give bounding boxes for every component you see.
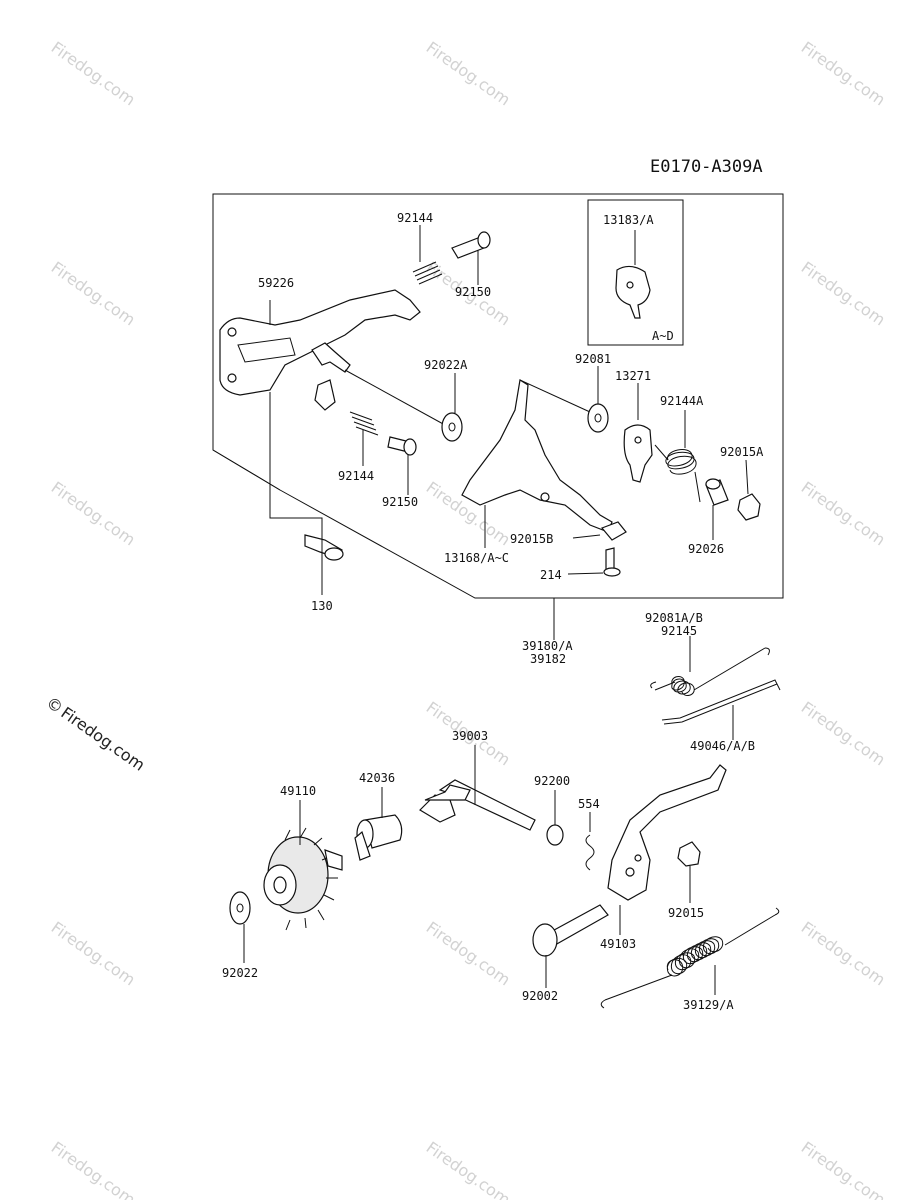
- lever-hole: [540, 492, 550, 502]
- label-92015B: 92015B: [510, 532, 553, 546]
- cam-plate-13183: [615, 265, 651, 319]
- watermark-13: Firedog.com: [423, 918, 514, 990]
- watermark-4: Firedog.com: [48, 258, 139, 330]
- washer-92022A-hole: [448, 422, 456, 432]
- cam-plate-hole: [626, 281, 634, 289]
- shaft-39003: [419, 779, 536, 831]
- diagram-code: E0170-A309A: [650, 157, 763, 177]
- watermark-main: Firedog.com: [57, 703, 148, 775]
- watermark-15: Firedog.com: [48, 1138, 139, 1200]
- leader-214: [567, 572, 604, 575]
- label-92144-mid: 92144: [338, 469, 374, 483]
- watermark-12: Firedog.com: [48, 918, 139, 990]
- label-130: 130: [311, 599, 333, 613]
- label-49046: 49046/A/B: [690, 739, 755, 753]
- washer-92200: [546, 824, 564, 846]
- collar-92026: [705, 478, 729, 506]
- label-39003: 39003: [452, 729, 488, 743]
- washer-92022A: [441, 412, 463, 442]
- label-554: 554: [578, 797, 600, 811]
- label-92200: 92200: [534, 774, 570, 788]
- bracket-tab: [314, 379, 336, 411]
- arm-49103: [607, 764, 727, 901]
- label-92015A: 92015A: [720, 445, 764, 459]
- background-watermarks: Firedog.com Firedog.com Firedog.com Fire…: [48, 38, 889, 1200]
- screw-92150-mid: [387, 436, 417, 456]
- label-59226: 59226: [258, 276, 294, 290]
- plate-13271: [623, 424, 653, 483]
- outline-diagonal: [212, 449, 281, 491]
- watermark-7: Firedog.com: [48, 478, 139, 550]
- screw-214: [603, 547, 621, 577]
- spring-39129: [600, 907, 780, 1009]
- label-92144A: 92144A: [660, 394, 704, 408]
- sleeve-42036: [354, 814, 403, 861]
- inset-box: [587, 199, 684, 346]
- label-92026: 92026: [688, 542, 724, 556]
- spring-92144-mid: [349, 411, 379, 436]
- watermark-17: Firedog.com: [798, 1138, 889, 1200]
- watermark-1: Firedog.com: [48, 38, 139, 110]
- watermark-2: Firedog.com: [423, 38, 514, 110]
- label-92145: 92145: [661, 624, 697, 638]
- label-49103: 49103: [600, 937, 636, 951]
- label-49110: 49110: [280, 784, 316, 798]
- nut-92015: [677, 841, 701, 867]
- label-92022A: 92022A: [424, 358, 468, 372]
- watermark-14: Firedog.com: [798, 918, 889, 990]
- washer-92081-hole: [594, 413, 602, 423]
- axis-line-2: [519, 379, 591, 413]
- bracket-59226: [219, 289, 421, 396]
- label-92002: 92002: [522, 989, 558, 1003]
- watermark-3: Firedog.com: [798, 38, 889, 110]
- leader-92015A: [745, 459, 749, 495]
- bracket-slot: [237, 337, 296, 363]
- watermark-16: Firedog.com: [423, 1138, 514, 1200]
- label-92081: 92081: [575, 352, 611, 366]
- plate-13271-hole: [634, 436, 642, 444]
- label-13183A: 13183/A: [603, 213, 654, 227]
- label-39180: 39180/A: [522, 639, 573, 653]
- washer-92081: [587, 403, 609, 433]
- label-214: 214: [540, 568, 562, 582]
- firedog-watermark: © Firedog.com: [43, 693, 149, 775]
- label-92144-top: 92144: [397, 211, 433, 225]
- washer-92022-hole: [236, 903, 244, 913]
- bracket-hole-2: [227, 373, 237, 383]
- nut-92015A: [737, 493, 761, 521]
- label-92015: 92015: [668, 906, 704, 920]
- spring-92144A: [654, 444, 701, 503]
- label-13271: 13271: [615, 369, 651, 383]
- clip-554: [585, 834, 595, 871]
- spring-92145: [650, 647, 770, 696]
- nut-92015B: [600, 521, 627, 541]
- bolt-92002: [532, 904, 609, 957]
- rod-49046: [661, 679, 781, 725]
- leader-130: [269, 392, 323, 595]
- watermark-9: Firedog.com: [798, 478, 889, 550]
- label-92150-mid: 92150: [382, 495, 418, 509]
- lever-13168: [461, 379, 613, 533]
- watermark-11: Firedog.com: [798, 698, 889, 770]
- spring-92144-top: [412, 261, 443, 285]
- label-92081AB: 92081A/B: [645, 611, 703, 625]
- bracket-hole-1: [227, 327, 237, 337]
- leader-92015B: [572, 534, 601, 539]
- washer-92022: [229, 891, 251, 925]
- label-13168: 13168/A~C: [444, 551, 509, 565]
- bolt-130: [304, 534, 344, 561]
- label-92022: 92022: [222, 966, 258, 980]
- bracket-pivot-bolt: [311, 342, 351, 373]
- label-39182: 39182: [530, 652, 566, 666]
- axis-line-1: [344, 369, 446, 426]
- label-92150-top: 92150: [455, 285, 491, 299]
- label-inset-range: A~D: [652, 329, 674, 343]
- watermark-6: Firedog.com: [798, 258, 889, 330]
- label-42036: 42036: [359, 771, 395, 785]
- screw-92150-top: [451, 231, 491, 259]
- gear-49110: [263, 827, 343, 931]
- label-39129: 39129/A: [683, 998, 734, 1012]
